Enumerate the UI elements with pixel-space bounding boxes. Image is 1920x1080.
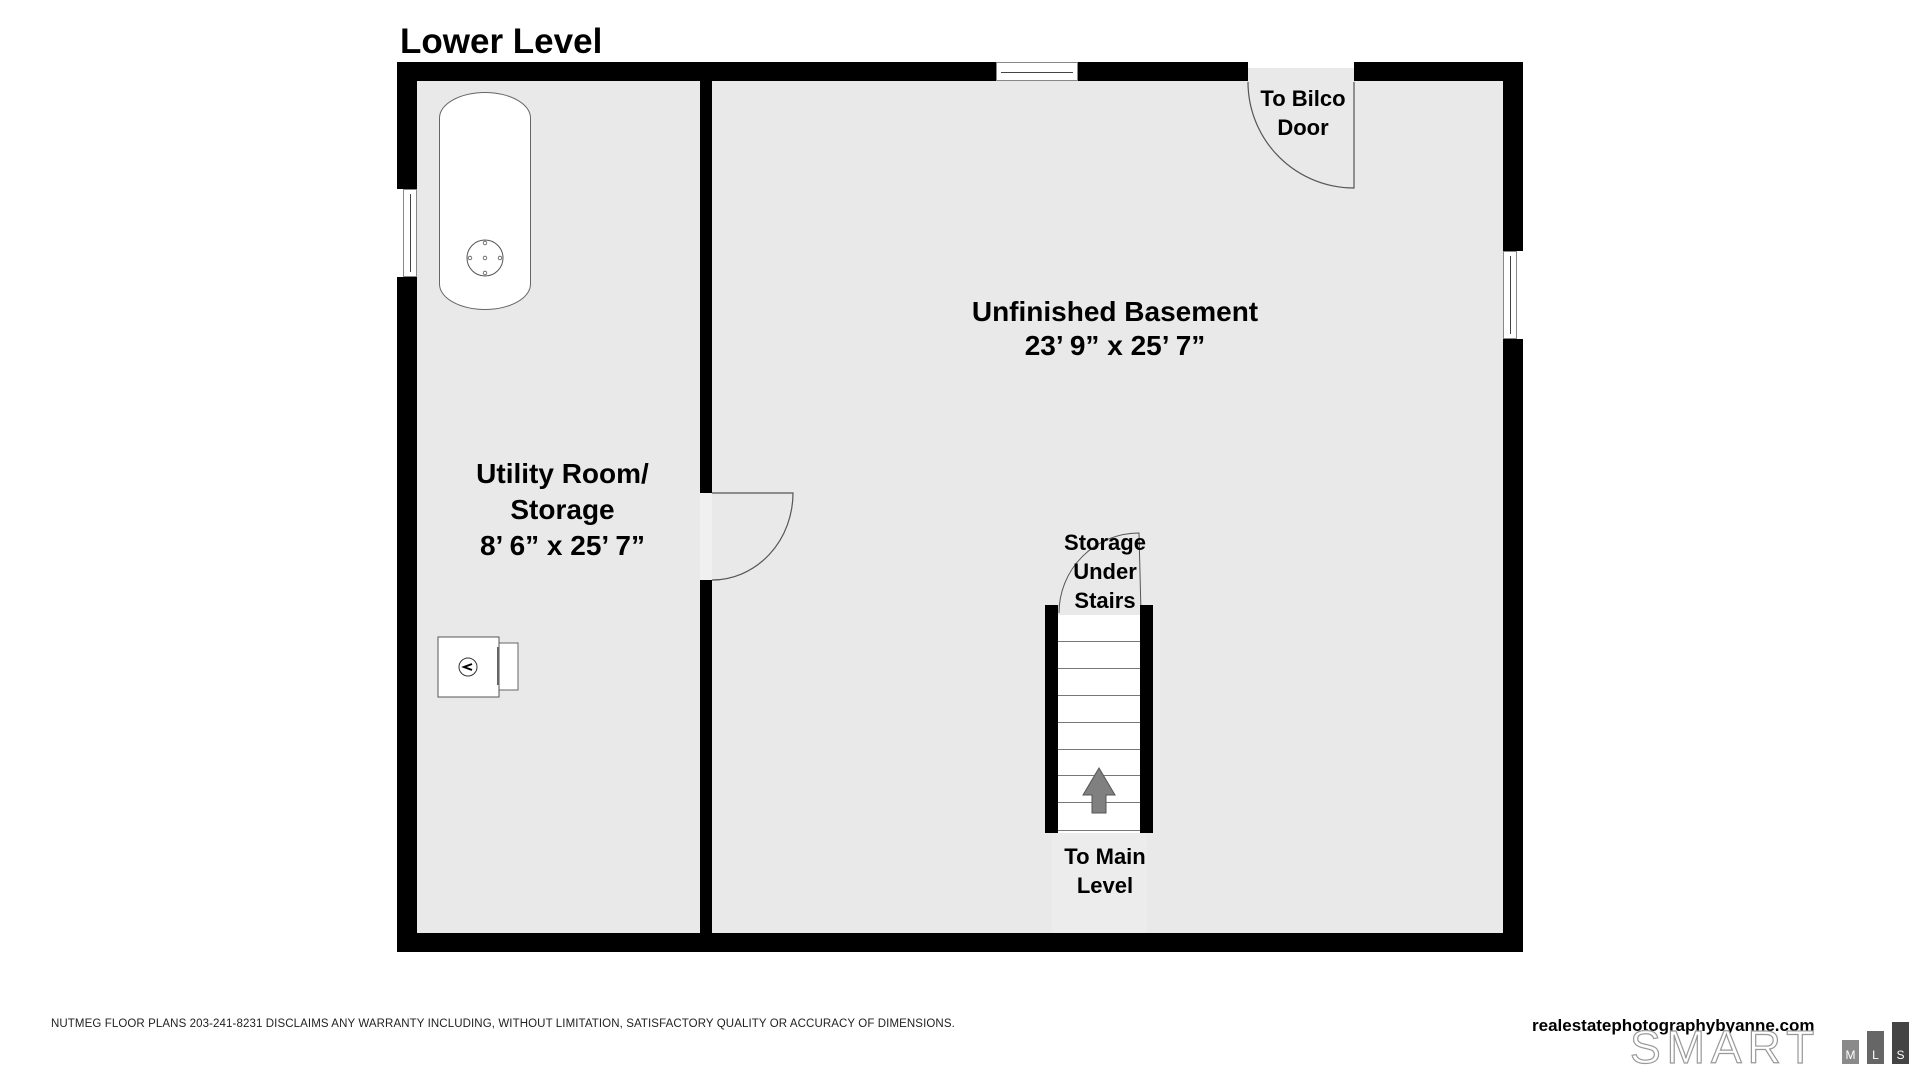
left-wall-top [397, 62, 417, 189]
storage-line-1: Storage [1064, 530, 1146, 555]
window-left [403, 189, 417, 277]
mls-letter-s: S [1896, 1048, 1905, 1062]
window-top [996, 62, 1078, 81]
right-wall-top [1503, 62, 1523, 251]
mls-bar-l: L [1867, 1031, 1884, 1064]
mls-letter-m: M [1845, 1048, 1856, 1062]
bottom-wall [397, 933, 1523, 952]
main-line-1: To Main [1064, 844, 1146, 869]
oil-tank-icon [439, 92, 531, 310]
up-arrow-icon [1082, 767, 1116, 814]
smart-mls-logo-text: SMART [1629, 1020, 1821, 1073]
main-line-2: Level [1076, 873, 1134, 898]
stair-wall-left [1045, 605, 1058, 833]
storage-line-2: Under [1073, 559, 1137, 584]
left-wall-bottom [397, 277, 417, 952]
top-wall-left [397, 62, 996, 81]
bilco-door-label: To Bilco Door [1218, 84, 1388, 142]
mls-bar-s: S [1892, 1022, 1909, 1064]
right-wall-bottom [1503, 339, 1523, 952]
bilco-door-opening [1248, 68, 1354, 81]
tank-fill-cap-icon [466, 239, 504, 277]
storage-line-3: Stairs [1074, 588, 1136, 613]
interior-wall-bottom [700, 580, 712, 933]
bilco-door-swing-icon [1247, 81, 1355, 189]
website-text: realestatephotographybyanne.com [1532, 1016, 1815, 1035]
mls-bar-m: M [1842, 1040, 1859, 1064]
storage-door-swing-icon [1058, 532, 1142, 614]
disclaimer-text: NUTMEG FLOOR PLANS 203-241-8231 DISCLAIM… [51, 1018, 955, 1030]
top-wall-right [1354, 62, 1523, 81]
utility-name-2: Storage [510, 494, 615, 525]
interior-wall-top [700, 81, 712, 493]
mls-letter-l: L [1872, 1048, 1879, 1062]
utility-label: Utility Room/ Storage 8’ 6” x 25’ 7” [430, 456, 695, 564]
basement-name: Unfinished Basement [971, 296, 1259, 327]
floor-title: Lower Level [400, 22, 603, 61]
furnace-icon [437, 636, 519, 698]
storage-under-stairs-label: Storage Under Stairs [1030, 528, 1180, 615]
top-wall-mid [1078, 62, 1248, 81]
bilco-line-1: To Bilco [1260, 86, 1346, 111]
basement-dimensions: 23’ 9” x 25’ 7” [1024, 329, 1206, 361]
basement-label: Unfinished Basement 23’ 9” x 25’ 7” [900, 295, 1330, 362]
utility-door-swing-icon [700, 492, 794, 581]
utility-dimensions: 8’ 6” x 25’ 7” [479, 530, 646, 561]
stairs-landing-shade [1052, 833, 1147, 933]
utility-name: Utility Room/ [476, 458, 649, 489]
bilco-line-2: Door [1277, 115, 1329, 140]
window-right [1503, 251, 1517, 339]
stair-wall-right [1140, 605, 1153, 833]
to-main-level-label: To Main Level [1030, 842, 1180, 900]
